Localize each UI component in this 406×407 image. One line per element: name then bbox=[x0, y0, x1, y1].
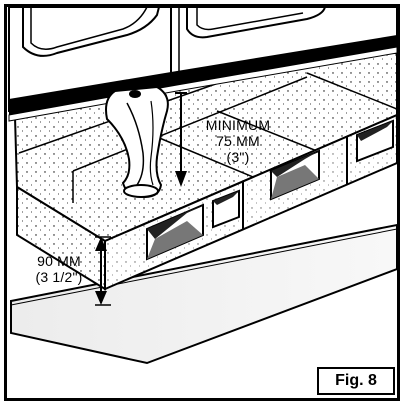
block-height-line2: (3 1/2") bbox=[35, 269, 83, 285]
stove-leg bbox=[105, 85, 169, 199]
block-height-line1: 90 MM bbox=[37, 253, 81, 269]
block-height-label: 90 MM (3 1/2") bbox=[23, 253, 95, 285]
minimum-clearance-line2: 75 MM bbox=[216, 133, 260, 149]
floor-protector-plate bbox=[10, 223, 397, 365]
figure-label: Fig. 8 bbox=[317, 367, 395, 395]
minimum-clearance-line3: (3") bbox=[226, 149, 250, 165]
minimum-clearance-label: MINIMUM 75 MM (3") bbox=[193, 117, 283, 165]
figure-frame: MINIMUM 75 MM (3") 90 MM (3 1/2") Fig. 8 bbox=[4, 4, 400, 401]
stove-body bbox=[8, 7, 397, 122]
block-height-dimension bbox=[95, 236, 111, 306]
hearth-block-front bbox=[104, 113, 397, 291]
clearance-arrow bbox=[175, 92, 187, 187]
minimum-clearance-line1: MINIMUM bbox=[205, 117, 271, 133]
hearth-installation-drawing bbox=[8, 7, 397, 365]
